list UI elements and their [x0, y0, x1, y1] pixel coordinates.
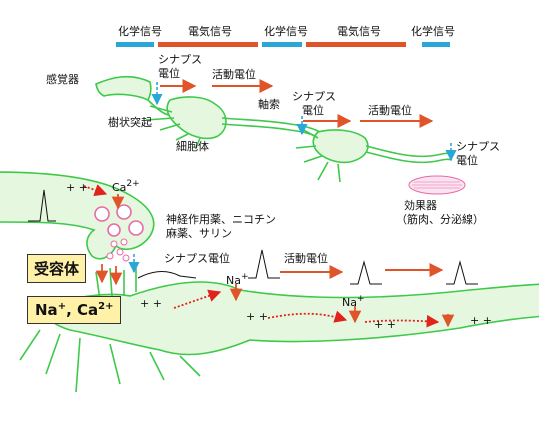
receptor-label-box: 受容体	[27, 254, 87, 283]
cell-body-label: 細胞体	[176, 139, 209, 153]
signal-bar-chemical-1	[116, 42, 154, 47]
ion-label-box: Na+, Ca2+	[27, 296, 122, 324]
signal-bar-electrical-1	[158, 42, 258, 47]
vesicle	[128, 220, 144, 236]
waveform-presynaptic	[28, 189, 56, 222]
vesicle	[94, 206, 110, 222]
signal-label-4: 電気信号	[337, 24, 381, 38]
neuron-chain-top	[95, 75, 453, 183]
dotted-path-3	[364, 314, 440, 328]
right-neuron-body	[312, 129, 369, 164]
signal-bar: 化学信号 電気信号 化学信号 電気信号 化学信号	[116, 24, 455, 47]
synapse-terminal	[0, 171, 155, 260]
signal-bar-chemical-2	[262, 42, 302, 47]
synaptic-potential-label-3a: シナプス	[456, 140, 500, 153]
signal-label-1: 化学信号	[118, 24, 162, 38]
dotted-path-1	[173, 289, 222, 309]
postsynaptic-neuron	[19, 267, 539, 393]
drugs-label: 神経作用薬、ニコチン	[166, 212, 276, 226]
signal-label-5: 化学信号	[411, 24, 455, 38]
sensor-label: 感覚器	[46, 73, 79, 86]
action-potential-label-1: 活動電位	[212, 67, 256, 81]
plus-plus-5: + +	[470, 314, 492, 327]
plus-plus-2: + +	[140, 297, 162, 310]
postsynaptic-dendrites	[19, 329, 201, 393]
neurotransmitters	[106, 238, 130, 262]
dotted-path-2	[267, 310, 348, 323]
vesicle	[107, 223, 121, 237]
middle-neuron-dendrites	[145, 105, 201, 149]
middle-neuron-axon	[221, 117, 321, 133]
middle-neuron-body	[166, 96, 227, 140]
axon-label: 軸索	[258, 97, 280, 111]
effector-label: 効果器	[404, 198, 437, 212]
waveform-action-1	[248, 249, 280, 279]
na-label-2: Na+	[342, 294, 365, 309]
sensor-cell	[95, 75, 152, 102]
muscle-striations	[412, 181, 462, 189]
synaptic-potential-label-1a: シナプス	[158, 53, 202, 66]
postsynaptic-body	[38, 281, 539, 356]
synaptic-potential-label-2b: 電位	[302, 103, 324, 117]
signal-bar-electrical-2	[306, 42, 406, 47]
synaptic-potential-bottom: シナプス電位	[164, 251, 230, 265]
signal-label-3: 化学信号	[264, 24, 308, 38]
dendrite-label: 樹状突起	[108, 115, 152, 129]
action-potential-label-2: 活動電位	[368, 103, 412, 117]
waveform-synaptic	[137, 271, 197, 279]
waveforms	[28, 189, 478, 285]
effector-sub-label: （筋肉、分泌線）	[396, 212, 484, 226]
plus-plus-1: + +	[66, 181, 88, 194]
plus-plus-4: + +	[374, 318, 396, 331]
ca-label: Ca2+	[112, 179, 140, 194]
drugs-label-2: 麻薬、サリン	[166, 226, 232, 240]
synaptic-potential-label-1b: 電位	[158, 66, 180, 80]
signal-label-2: 電気信号	[188, 24, 232, 38]
waveform-action-2	[350, 260, 382, 285]
action-potential-bottom: 活動電位	[284, 251, 328, 265]
plus-plus-3: + +	[246, 310, 268, 323]
synaptic-potential-label-2a: シナプス	[292, 90, 336, 103]
right-neuron-dendrites	[295, 127, 341, 183]
vesicle	[116, 204, 132, 220]
na-label-1: Na+	[226, 272, 249, 287]
synaptic-potential-label-3b: 電位	[456, 153, 478, 167]
waveform-action-3	[446, 260, 478, 285]
signal-bar-chemical-3	[422, 42, 450, 47]
